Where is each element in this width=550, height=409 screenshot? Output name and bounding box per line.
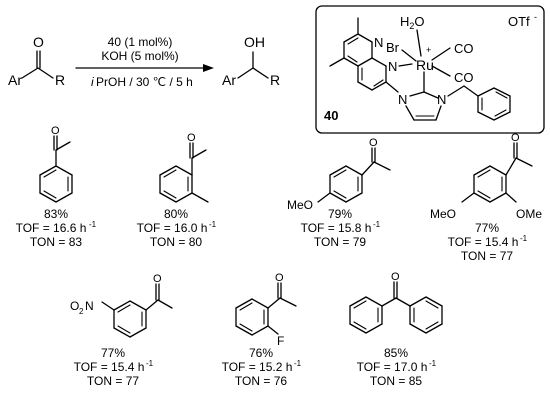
product-6-tof-unit: -1 [294,359,302,368]
product-6-tof: TOF = 15.2 h [222,360,293,374]
product-7-ton: TON = 85 [370,374,422,388]
product-1-yield: 83% [44,207,68,221]
metal-charge: + [426,45,431,55]
product-alcohol: OH Ar R [222,34,280,88]
product-4-structure: O MeO OMe [430,132,542,221]
product-3-methoxy-label: MeO [287,198,313,212]
product-oh-label: OH [244,34,265,50]
product-5-nitro-sub: 2 [79,307,84,316]
product-3-carbonyl-o: O [369,137,378,149]
product-5-ton: TON = 77 [87,374,139,388]
product-6-ton: TON = 76 [235,374,287,388]
product-5-nitro-n: N [85,299,94,313]
product-1-tof: TOF = 16.6 h [16,221,87,235]
product-1-tof-unit: -1 [89,220,97,229]
product-2-tof: TOF = 16.0 h [137,221,208,235]
water-label: H2O [400,14,425,31]
product-3-yield: 79% [328,207,352,221]
reaction-conditions: 40 (1 mol%) KOH (5 mol%) i PrOH / 30 ℃ /… [75,35,214,89]
product-ar-label: Ar [222,72,236,88]
arrow-head [203,64,214,72]
product-3-tof-unit: -1 [373,220,381,229]
product-4-tof-unit: -1 [520,234,528,243]
product-3-tof: TOF = 15.8 h [301,221,372,235]
product-7-structure: O [349,271,443,334]
naphthyridine-ring: N N [329,17,397,91]
product-1-structure: O [39,125,73,203]
product-4-methoxy-left: MeO [430,207,456,221]
imidazolylidene-ring: N N [385,71,511,121]
condition-catalyst: 40 (1 mol%) [108,35,173,49]
counterion-label: OTf [508,14,530,29]
product-3-ton: TON = 79 [314,235,366,249]
product-2-tof-unit: -1 [209,220,217,229]
product-6-fluoro-label: F [277,334,284,348]
product-4-yield: 77% [475,221,499,235]
product-6-carbonyl-o: O [275,272,284,284]
substrate-oxygen-label: O [33,34,44,50]
product-5-yield: 77% [101,346,125,360]
substrate-r-label: R [55,72,65,88]
product-3-structure: O MeO [287,137,391,212]
co-label-bottom: CO [454,70,474,85]
product-7-carbonyl-o: O [391,271,400,283]
product-4-methoxy-right: OMe [516,207,542,221]
catalyst-box: OTf - 40 N N R [315,5,545,134]
metal-label: Ru [416,57,434,73]
catalyst-number: 40 [324,108,338,123]
product-5-structure: O O 2 N [70,273,173,338]
product-2-ton: TON = 80 [150,235,202,249]
product-7-tof-unit: -1 [429,359,437,368]
product-5-carbonyl-o: O [153,273,162,285]
product-7-tof: TOF = 17.0 h [357,360,428,374]
catalyst-frame [315,5,545,134]
condition-solvent-prefix: i [91,75,94,89]
product-4-carbonyl-o: O [511,132,520,144]
n-label-d: N [437,92,446,107]
n-label-b: N [388,59,397,74]
product-5-nitro-o: O [70,299,79,313]
product-6-yield: 76% [249,346,273,360]
product-5-tof: TOF = 15.4 h [74,360,145,374]
product-2-yield: 80% [164,207,188,221]
product-1-carbonyl-o: O [51,125,60,137]
product-5-tof-unit: -1 [146,359,154,368]
co-label-top: CO [454,41,474,56]
halide-label: Br [386,40,400,55]
product-4-ton: TON = 77 [461,249,513,263]
n-label-a: N [374,35,383,50]
substrate-ar-label: Ar [8,72,22,88]
substrate-ketone: O Ar R [8,34,65,88]
product-6-structure: O F [235,272,297,348]
n-label-c: N [398,92,407,107]
product-7-yield: 85% [384,346,408,360]
product-2-carbonyl-o: O [187,132,196,144]
product-1-ton: TON = 83 [30,235,82,249]
condition-base: KOH (5 mol%) [101,49,178,63]
product-r-label: R [270,72,280,88]
condition-solvent: PrOH / 30 ℃ / 5 h [96,75,193,89]
product-4-tof: TOF = 15.4 h [448,235,519,249]
counterion-charge: - [534,12,537,22]
product-2-structure: O [159,132,209,203]
